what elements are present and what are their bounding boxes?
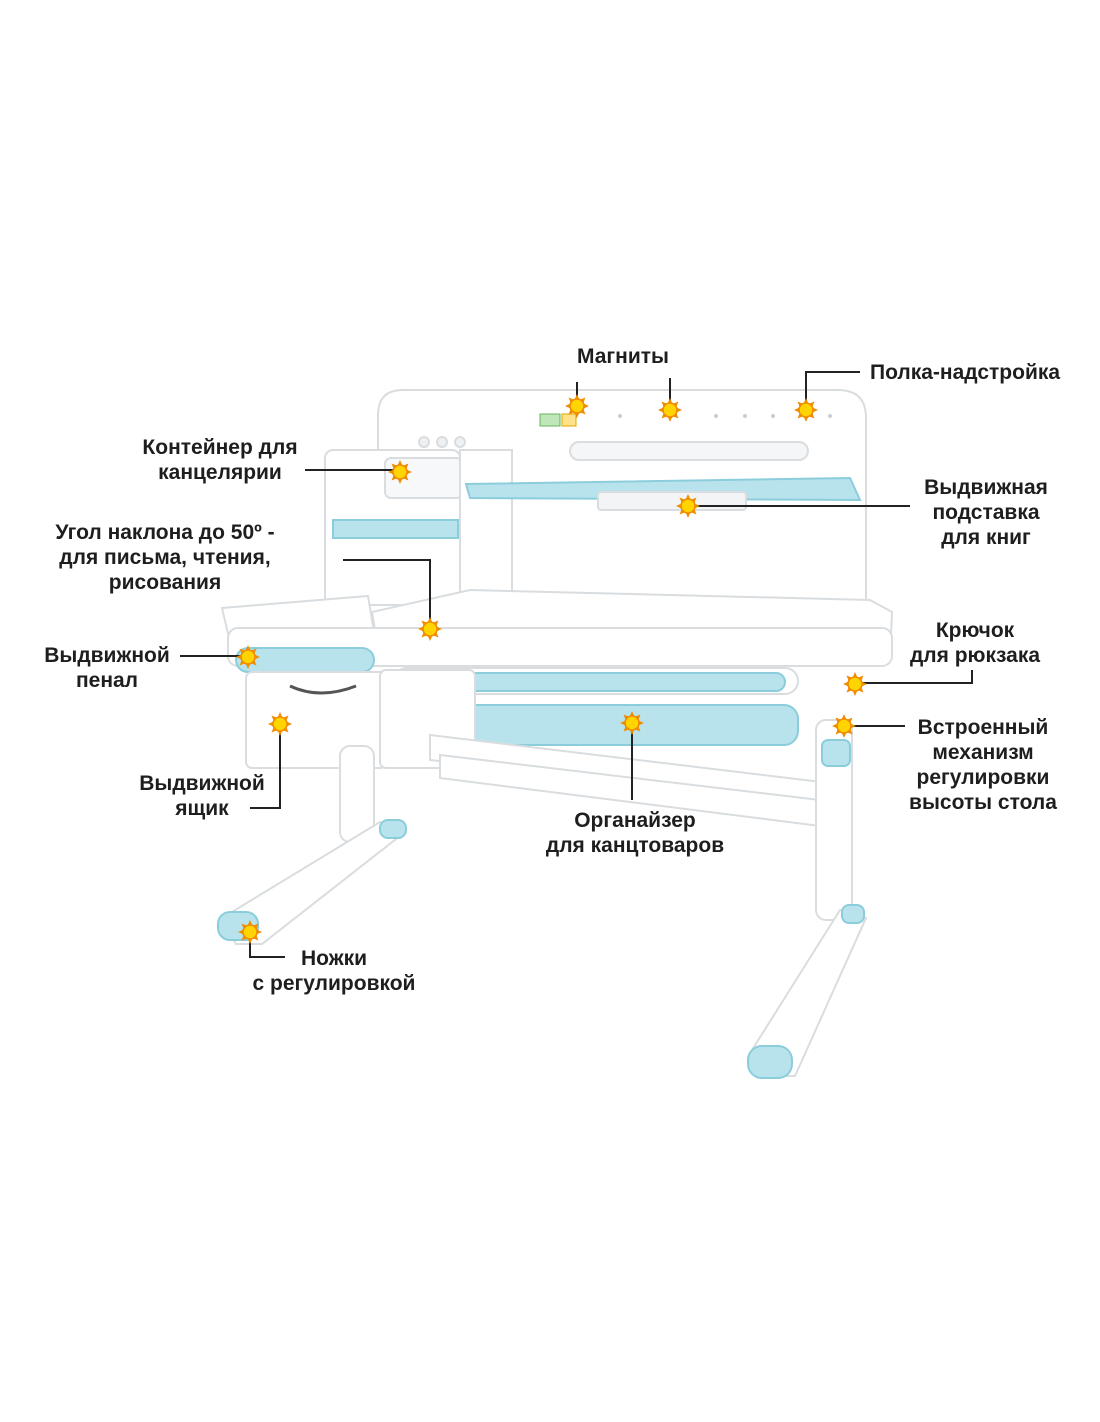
- callout-book-stand: Выдвижная подставка для книг: [924, 475, 1048, 550]
- callout-stationery-container: Контейнер для канцелярии: [142, 435, 297, 485]
- sun-marker-icon: [238, 920, 262, 944]
- right-foot-cap: [747, 1045, 793, 1079]
- callout-line: Выдвижной: [139, 772, 265, 795]
- left-shelf-blue: [332, 519, 459, 539]
- callout-magnets: Магниты: [577, 344, 669, 369]
- right-leg-blue: [821, 739, 851, 767]
- leader-drawer: [250, 724, 281, 809]
- callout-line: с регулировкой: [252, 972, 416, 995]
- callout-line: Встроенный: [917, 716, 1049, 739]
- hutch-hole: [454, 436, 466, 448]
- callout-hutch-shelf: Полка-надстройка: [870, 360, 1060, 385]
- hutch-sticker: [561, 413, 577, 427]
- hutch-divider: [459, 449, 513, 606]
- sun-marker-icon: [676, 494, 700, 518]
- drawer-handle: [289, 684, 357, 695]
- callout-line: механизм: [932, 741, 1034, 764]
- callout-line: пенал: [75, 669, 139, 692]
- callout-drawer: Выдвижной ящик: [139, 771, 265, 821]
- sun-marker-icon: [268, 712, 292, 736]
- sun-marker-icon: [418, 617, 442, 641]
- callout-line: для письма, чтения,: [59, 546, 271, 569]
- sun-marker-icon: [658, 398, 682, 422]
- right-foot-back-cap: [841, 904, 865, 924]
- sun-marker-icon: [794, 398, 818, 422]
- callout-line: Крючок: [935, 619, 1015, 642]
- callout-line: Выдвижной: [44, 644, 170, 667]
- hutch-light-bar: [569, 441, 809, 461]
- callout-line: для книг: [941, 526, 1031, 549]
- desk-top-edge: [227, 627, 893, 667]
- left-foot-back-cap: [379, 819, 407, 839]
- upper-blue-shelf: [464, 476, 862, 502]
- callout-legs: Ножки с регулировкой: [253, 946, 416, 996]
- callout-line: Ножки: [300, 947, 368, 970]
- callout-line: Органайзер: [574, 809, 696, 832]
- callout-line: ящик: [175, 797, 229, 820]
- leader-backpack-hook: [855, 670, 973, 684]
- hutch-hole: [436, 436, 448, 448]
- callout-line: регулировки: [916, 766, 1050, 789]
- callout-line: канцелярии: [158, 461, 282, 484]
- callout-line: для рюкзака: [909, 644, 1041, 667]
- callout-line: Полка-надстройка: [870, 361, 1061, 384]
- sun-marker-icon: [843, 672, 867, 696]
- callout-line: Угол наклона до 50º -: [55, 521, 275, 544]
- sun-marker-icon: [565, 394, 589, 418]
- leader-hutch-shelf: [805, 371, 860, 406]
- sun-marker-icon: [236, 645, 260, 669]
- callout-tilt-angle: Угол наклона до 50º - для письма, чтения…: [55, 520, 274, 595]
- sun-marker-icon: [832, 714, 856, 738]
- callout-height-mechanism: Встроенный механизм регулировки высоты с…: [909, 715, 1057, 815]
- callout-line: Контейнер для: [142, 436, 298, 459]
- hutch-hole: [418, 436, 430, 448]
- pencil-tray-bar: [235, 647, 375, 673]
- leader-tilt-angle: [343, 559, 431, 628]
- desk-illustration: [217, 389, 894, 1079]
- callout-organizer: Органайзер для канцтоваров: [546, 808, 724, 858]
- book-stand-bar: [597, 491, 747, 511]
- sun-marker-icon: [620, 711, 644, 735]
- callout-backpack-hook: Крючок для рюкзака: [910, 618, 1040, 668]
- callout-line: Магниты: [577, 345, 669, 368]
- callout-line: рисования: [108, 571, 222, 594]
- callout-line: подставка: [932, 501, 1040, 524]
- sun-marker-icon: [388, 460, 412, 484]
- hutch-sticker: [539, 413, 561, 427]
- callout-pencil-tray: Выдвижной пенал: [44, 643, 170, 693]
- callout-line: Выдвижная: [924, 476, 1048, 499]
- callout-line: для канцтоваров: [545, 834, 725, 857]
- callout-line: высоты стола: [909, 791, 1057, 814]
